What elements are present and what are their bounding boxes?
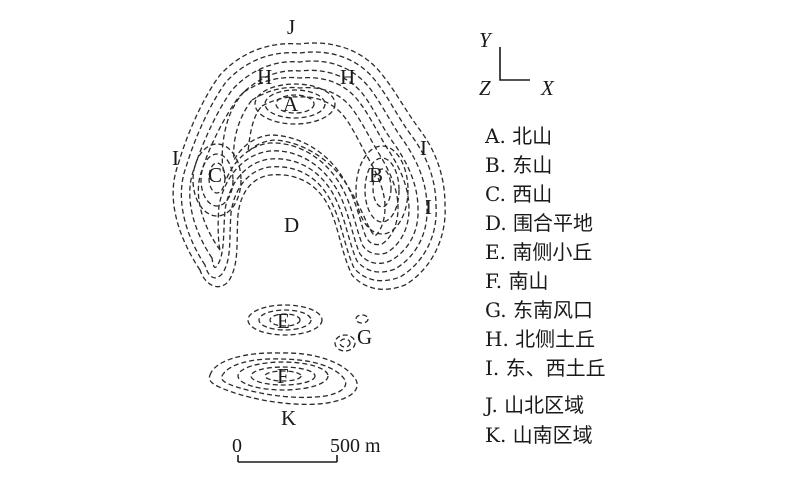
label-g: G xyxy=(357,325,372,349)
label-h-right: H xyxy=(340,65,355,89)
axis-indicator: Y Z X xyxy=(479,28,555,100)
legend-item-c: C. 西山 xyxy=(485,182,552,206)
scale-bar: 0 500 m xyxy=(232,435,381,463)
axis-label-x: X xyxy=(540,76,555,100)
scale-label-start: 0 xyxy=(232,435,242,457)
label-f: F xyxy=(277,364,289,388)
hill-c-contours xyxy=(192,143,242,217)
label-b: B xyxy=(369,163,383,187)
label-c: C xyxy=(208,163,222,187)
hill-b-contours xyxy=(355,145,409,235)
legend-item-h: H. 北侧土丘 xyxy=(485,327,595,351)
label-i-left: I xyxy=(172,146,179,170)
legend-item-k: K. 山南区域 xyxy=(485,423,593,447)
legend-item-a: A. 北山 xyxy=(484,124,552,148)
label-j: J xyxy=(287,15,295,39)
legend-item-d: D. 围合平地 xyxy=(485,211,593,235)
axis-label-z: Z xyxy=(479,76,491,100)
mountain-f-contours xyxy=(208,352,358,406)
knoll-g-contours xyxy=(334,314,369,352)
legend-item-f: F. 南山 xyxy=(485,269,548,293)
legend-item-e: E. 南侧小丘 xyxy=(485,240,592,264)
legend: A. 北山 B. 东山 C. 西山 D. 围合平地 E. 南侧小丘 F. 南山 … xyxy=(483,124,606,447)
label-d: D xyxy=(284,213,299,237)
label-h-left: H xyxy=(257,65,272,89)
legend-item-i: I. 东、西土丘 xyxy=(485,356,606,380)
label-e: E xyxy=(277,309,290,333)
legend-item-j: J. 山北区域 xyxy=(483,393,584,417)
label-a: A xyxy=(283,92,299,116)
axis-lines xyxy=(499,47,530,81)
legend-item-b: B. 东山 xyxy=(485,153,552,177)
label-k: K xyxy=(281,406,296,430)
legend-item-g: G. 东南风口 xyxy=(485,298,593,322)
hill-e-contours xyxy=(247,304,323,336)
label-i-lower-right: I xyxy=(425,195,432,219)
axis-label-y: Y xyxy=(479,28,493,52)
peak-a-contours xyxy=(254,83,336,125)
scale-label-end: 500 m xyxy=(330,435,381,457)
label-i-upper-right: I xyxy=(420,136,427,160)
